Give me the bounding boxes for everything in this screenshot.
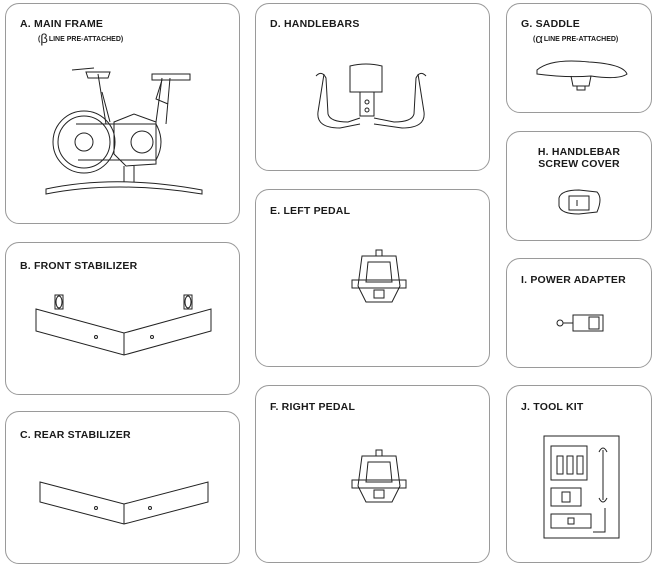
panel-tool-kit: J. TOOL KIT: [506, 385, 652, 563]
exercise-bike-frame-icon: [45, 67, 203, 195]
panel-handlebars: D. HANDLEBARS: [255, 3, 490, 171]
panel-handlebar-screw-cover: H. HANDLEBAR SCREW COVER: [506, 131, 652, 241]
part-title-power-adapter: I. POWER ADAPTER: [521, 274, 626, 286]
panel-saddle: G. SADDLE (αLINE PRE-ATTACHED): [506, 3, 652, 113]
part-title-screw-cover-line2: SCREW COVER: [538, 158, 620, 170]
part-title-left-pedal: E. LEFT PEDAL: [270, 205, 351, 217]
panel-main-frame: A. MAIN FRAME (βLINE PRE-ATTACHED): [5, 3, 240, 224]
part-title-front-stabilizer: B. FRONT STABILIZER: [20, 260, 138, 272]
power-adapter-icon: [556, 314, 604, 332]
front-stabilizer-icon: [35, 294, 212, 356]
tool-kit-icon: [543, 435, 620, 539]
screw-cover-icon: [558, 189, 601, 215]
handlebars-icon: [315, 63, 427, 129]
panel-rear-stabilizer: C. REAR STABILIZER: [5, 411, 240, 564]
part-title-main-frame: A. MAIN FRAME: [20, 18, 104, 30]
part-title-screw-cover-line1: H. HANDLEBAR: [537, 146, 621, 158]
part-title-right-pedal: F. RIGHT PEDAL: [270, 401, 356, 413]
saddle-icon: [536, 60, 628, 91]
left-pedal-icon: [351, 249, 407, 303]
part-subtitle-main-frame: (βLINE PRE-ATTACHED): [38, 31, 124, 46]
part-title-saddle: G. SADDLE: [521, 18, 580, 30]
panel-left-pedal: E. LEFT PEDAL: [255, 189, 490, 367]
rear-stabilizer-icon: [39, 481, 209, 525]
part-title-tool-kit: J. TOOL KIT: [521, 401, 584, 413]
panel-right-pedal: F. RIGHT PEDAL: [255, 385, 490, 563]
part-subtitle-saddle: (αLINE PRE-ATTACHED): [533, 31, 619, 46]
right-pedal-icon: [351, 449, 407, 503]
panel-power-adapter: I. POWER ADAPTER: [506, 258, 652, 368]
part-title-handlebars: D. HANDLEBARS: [270, 18, 360, 30]
panel-front-stabilizer: B. FRONT STABILIZER: [5, 242, 240, 395]
part-title-rear-stabilizer: C. REAR STABILIZER: [20, 429, 131, 441]
